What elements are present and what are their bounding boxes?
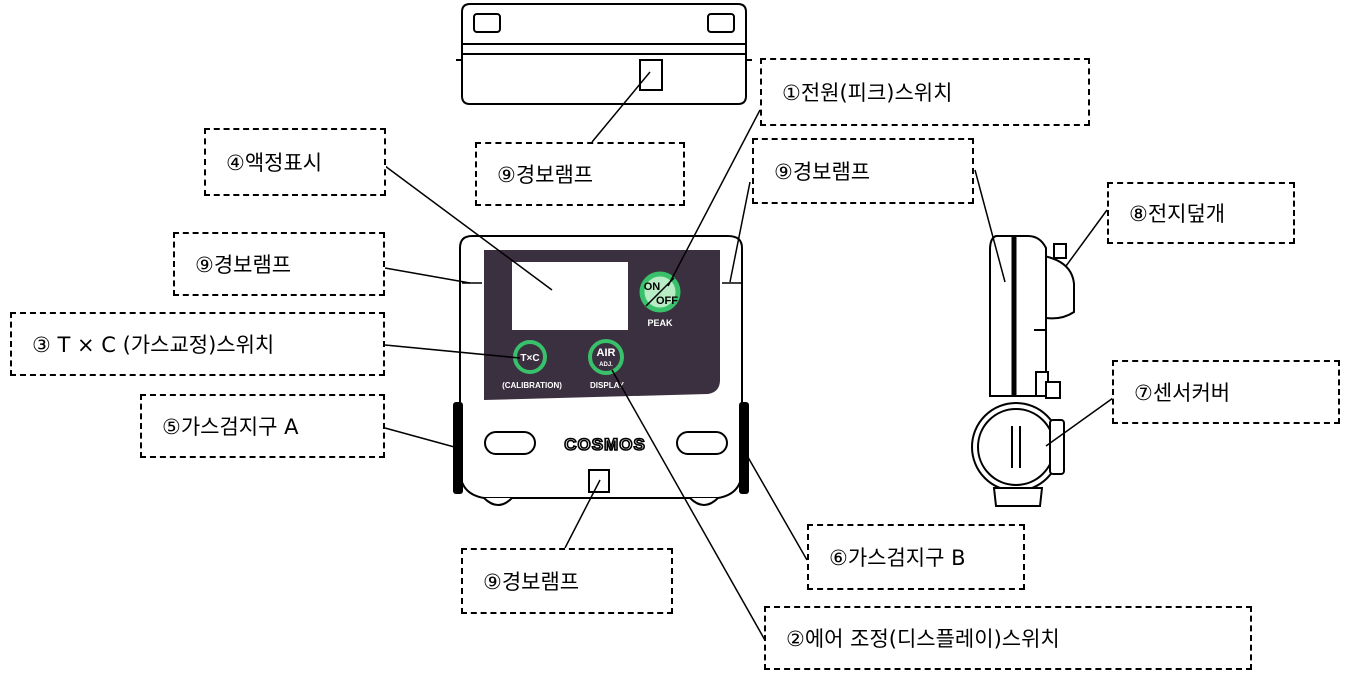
air-button[interactable] <box>588 339 624 375</box>
callout-text: ⑦센서커버 <box>1134 381 1231 405</box>
callout-txc-calibration-switch: ③ T × C (가스교정)스위치 <box>10 312 385 376</box>
txc-button-caption: (CALIBRATION) <box>502 381 562 390</box>
front-view-device <box>453 235 749 506</box>
callout-text: ⑨경보램프 <box>195 253 292 277</box>
gas-inlet-b-slot <box>676 431 728 455</box>
callout-lcd-display: ④액정표시 <box>204 128 386 196</box>
callout-text: ⑨경보램프 <box>774 160 871 184</box>
callout-battery-cover: ⑧전지덮개 <box>1107 182 1295 244</box>
air-button-caption: DISPLAY <box>590 381 625 390</box>
top-view-device <box>456 3 752 105</box>
gas-inlet-a-slot <box>484 431 536 455</box>
callout-text: ②에어 조정(디스플레이)스위치 <box>786 627 1060 651</box>
callout-text: ⑨경보램프 <box>483 570 580 594</box>
power-button-on-text: ON <box>644 281 661 293</box>
power-button-caption: PEAK <box>647 318 673 328</box>
brand-logo: COSMOS <box>564 435 646 454</box>
air-button-text: AIR <box>597 347 616 359</box>
callout-text: ③ T × C (가스교정)스위치 <box>32 333 275 357</box>
txc-button-text: T×C <box>520 353 539 364</box>
callout-alarm-lamp-right: ⑨경보램프 <box>752 138 974 204</box>
top-alarm-lamp-window <box>639 59 663 91</box>
callout-text: ⑧전지덮개 <box>1129 202 1226 226</box>
callout-air-display-switch: ②에어 조정(디스플레이)스위치 <box>764 606 1252 670</box>
callout-alarm-lamp-top: ⑨경보램프 <box>475 142 685 206</box>
callout-text: ⑨경보램프 <box>497 163 594 187</box>
lcd-screen <box>512 262 628 330</box>
power-button-off-text: OFF <box>656 295 678 307</box>
side-view-device <box>971 235 1075 507</box>
callout-alarm-lamp-bottom: ⑨경보램프 <box>461 548 673 614</box>
callout-sensor-cover: ⑦센서커버 <box>1112 360 1340 424</box>
callout-text: ⑤가스검지구 A <box>162 415 299 439</box>
callout-text: ⑥가스검지구 B <box>829 546 966 570</box>
callout-text: ①전원(피크)스위치 <box>782 81 953 105</box>
battery-cover-shape <box>1042 254 1075 320</box>
callout-text: ④액정표시 <box>226 151 323 175</box>
callout-power-peak-switch: ①전원(피크)스위치 <box>760 58 1090 126</box>
air-button-sub: ADJ. <box>599 362 613 368</box>
callout-gas-inlet-a: ⑤가스검지구 A <box>140 394 385 458</box>
callout-gas-inlet-b: ⑥가스검지구 B <box>807 524 1025 590</box>
callout-alarm-lamp-left: ⑨경보램프 <box>173 232 385 296</box>
